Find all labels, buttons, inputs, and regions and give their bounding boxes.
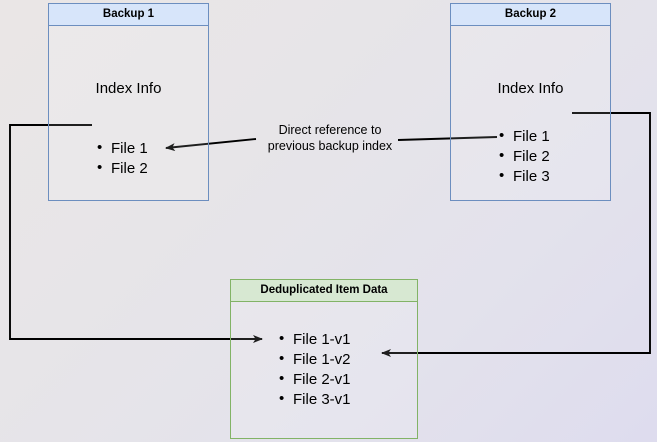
backup-1-file-list: File 1 File 2 bbox=[95, 138, 148, 179]
direct-reference-annotation: Direct reference to previous backup inde… bbox=[250, 122, 410, 154]
backup-1-header: Backup 1 bbox=[49, 4, 208, 26]
backup-1-box: Backup 1 Index Info File 1 File 2 bbox=[48, 3, 209, 201]
list-item: File 3 bbox=[497, 166, 550, 187]
deduplicated-file-list: File 1-v1 File 1-v2 File 2-v1 File 3-v1 bbox=[277, 329, 351, 410]
list-item: File 2 bbox=[497, 146, 550, 167]
backup-2-header: Backup 2 bbox=[451, 4, 610, 26]
list-item: File 1 bbox=[497, 126, 550, 147]
annotation-line-2: previous backup index bbox=[267, 139, 393, 153]
list-item: File 2-v1 bbox=[277, 369, 351, 390]
deduplicated-item-data-box: Deduplicated Item Data File 1-v1 File 1-… bbox=[230, 279, 418, 439]
list-item: File 2 bbox=[95, 158, 148, 179]
backup-2-body: Index Info File 1 File 2 File 3 bbox=[451, 26, 610, 200]
backup-2-box: Backup 2 Index Info File 1 File 2 File 3 bbox=[450, 3, 611, 201]
list-item: File 1-v1 bbox=[277, 329, 351, 350]
backup-2-file-list: File 1 File 2 File 3 bbox=[497, 126, 550, 187]
deduplicated-item-data-body: File 1-v1 File 1-v2 File 2-v1 File 3-v1 bbox=[231, 302, 417, 438]
annotation-line-1: Direct reference to bbox=[278, 123, 382, 137]
deduplicated-item-data-header: Deduplicated Item Data bbox=[231, 280, 417, 302]
backup-2-index-info-label: Index Info bbox=[497, 80, 564, 97]
list-item: File 1 bbox=[95, 138, 148, 159]
list-item: File 3-v1 bbox=[277, 389, 351, 410]
list-item: File 1-v2 bbox=[277, 349, 351, 370]
backup-1-body: Index Info File 1 File 2 bbox=[49, 26, 208, 200]
backup-1-index-info-label: Index Info bbox=[95, 80, 162, 97]
